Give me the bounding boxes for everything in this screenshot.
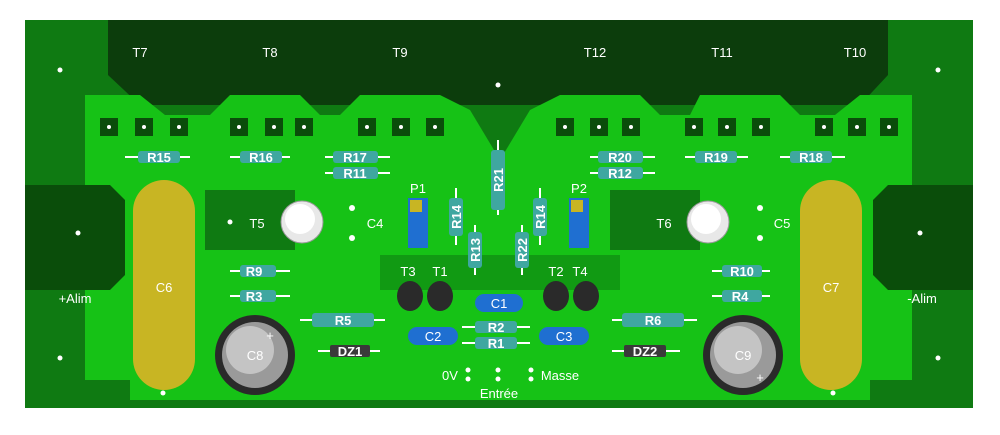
top-transistor-labels: T7 T8 T9 T12 T11 T10 bbox=[132, 45, 866, 60]
film-caps: C1 C2 C3 bbox=[408, 294, 589, 345]
resistor-label-r1: R1 bbox=[488, 336, 505, 351]
transistor-label-t6: T6 bbox=[656, 216, 671, 231]
pad-holes bbox=[57, 67, 941, 396]
dark-region-right bbox=[610, 190, 700, 250]
diode-label-dz1: DZ1 bbox=[338, 344, 363, 359]
resistor-label-r2: R2 bbox=[488, 320, 505, 335]
heatsink-top bbox=[108, 20, 888, 105]
transistor-label: T9 bbox=[392, 45, 407, 60]
transistor-label: T8 bbox=[262, 45, 277, 60]
masse-label: Masse bbox=[541, 368, 579, 383]
large-caps: C6 C7 bbox=[133, 180, 862, 390]
connector-labels: +Alim -Alim 0V Entrée Masse bbox=[59, 291, 937, 401]
resistor-label-r9: R9 bbox=[246, 264, 263, 279]
cap-label-c3: C3 bbox=[556, 329, 573, 344]
resistor-label-r10: R10 bbox=[730, 264, 754, 279]
resistor-label-r20: R20 bbox=[608, 150, 632, 165]
resistor-label-r15: R15 bbox=[147, 150, 171, 165]
transistor-label-t5: T5 bbox=[249, 216, 264, 231]
resistor-label-r11: R11 bbox=[343, 166, 366, 181]
transistor-label-t3: T3 bbox=[400, 264, 415, 279]
resistor-label-r12: R12 bbox=[608, 166, 632, 181]
resistor-label-r19: R19 bbox=[704, 150, 728, 165]
side-pad-left bbox=[25, 185, 125, 290]
cap-label-c7: C7 bbox=[823, 280, 840, 295]
cap-label-c5: C5 bbox=[774, 216, 791, 231]
small-transistors: T3 T1 T2 T4 bbox=[397, 264, 599, 311]
zener-diodes: DZ1 DZ2 bbox=[318, 344, 680, 359]
resistor-label-r21: R21 bbox=[491, 168, 506, 192]
cap-label-c9: C9 bbox=[735, 348, 752, 363]
round-transistors: T5 T6 bbox=[227, 200, 730, 244]
resistor-label-r6: R6 bbox=[645, 313, 662, 328]
resistor-label-r4: R4 bbox=[732, 289, 749, 304]
transistor-label-t1: T1 bbox=[432, 264, 447, 279]
resistor-label-r18: R18 bbox=[799, 150, 823, 165]
cap-label-c4: C4 bbox=[367, 216, 384, 231]
cap-label-c8: C8 bbox=[247, 348, 264, 363]
resistor-label-r17: R17 bbox=[343, 150, 367, 165]
resistor-label-r22: R22 bbox=[515, 238, 530, 262]
diode-label-dz2: DZ2 bbox=[633, 344, 658, 359]
transistor-label: T10 bbox=[844, 45, 866, 60]
resistor-label-r14-right: R14 bbox=[533, 204, 548, 229]
potentiometers: P1 P2 bbox=[408, 181, 589, 248]
resistors: R15 R16 R17 R11 R20 R12 R19 R18 R21 bbox=[125, 140, 845, 351]
transistor-label-t2: T2 bbox=[548, 264, 563, 279]
plus-mark-c8: + bbox=[266, 328, 274, 343]
plus-mark-c9: + bbox=[756, 370, 764, 385]
copper-pour-main bbox=[85, 95, 912, 400]
electrolytic-caps: C8 + C9 + bbox=[215, 315, 783, 395]
transistor-label: T7 bbox=[132, 45, 147, 60]
cap-label-c6: C6 bbox=[156, 280, 173, 295]
alim-negative-label: -Alim bbox=[907, 291, 937, 306]
side-pad-right bbox=[873, 185, 973, 290]
resistor-label-r14-left: R14 bbox=[449, 204, 464, 229]
entree-label: Entrée bbox=[480, 386, 518, 401]
transistor-label: T11 bbox=[711, 45, 732, 60]
transistor-label-t4: T4 bbox=[572, 264, 587, 279]
zero-v-label: 0V bbox=[442, 368, 458, 383]
transistor-label: T12 bbox=[584, 45, 606, 60]
resistor-label-r3: R3 bbox=[246, 289, 263, 304]
alim-positive-label: +Alim bbox=[59, 291, 92, 306]
pot-label-p2: P2 bbox=[571, 181, 587, 196]
dark-region-left bbox=[205, 190, 295, 250]
pot-label-p1: P1 bbox=[410, 181, 426, 196]
resistor-label-r16: R16 bbox=[249, 150, 273, 165]
resistor-label-r13: R13 bbox=[468, 238, 483, 262]
cap-label-c1: C1 bbox=[491, 296, 508, 311]
small-caps: C4 C5 bbox=[349, 205, 790, 241]
cap-label-c2: C2 bbox=[425, 329, 442, 344]
resistor-label-r5: R5 bbox=[335, 313, 352, 328]
